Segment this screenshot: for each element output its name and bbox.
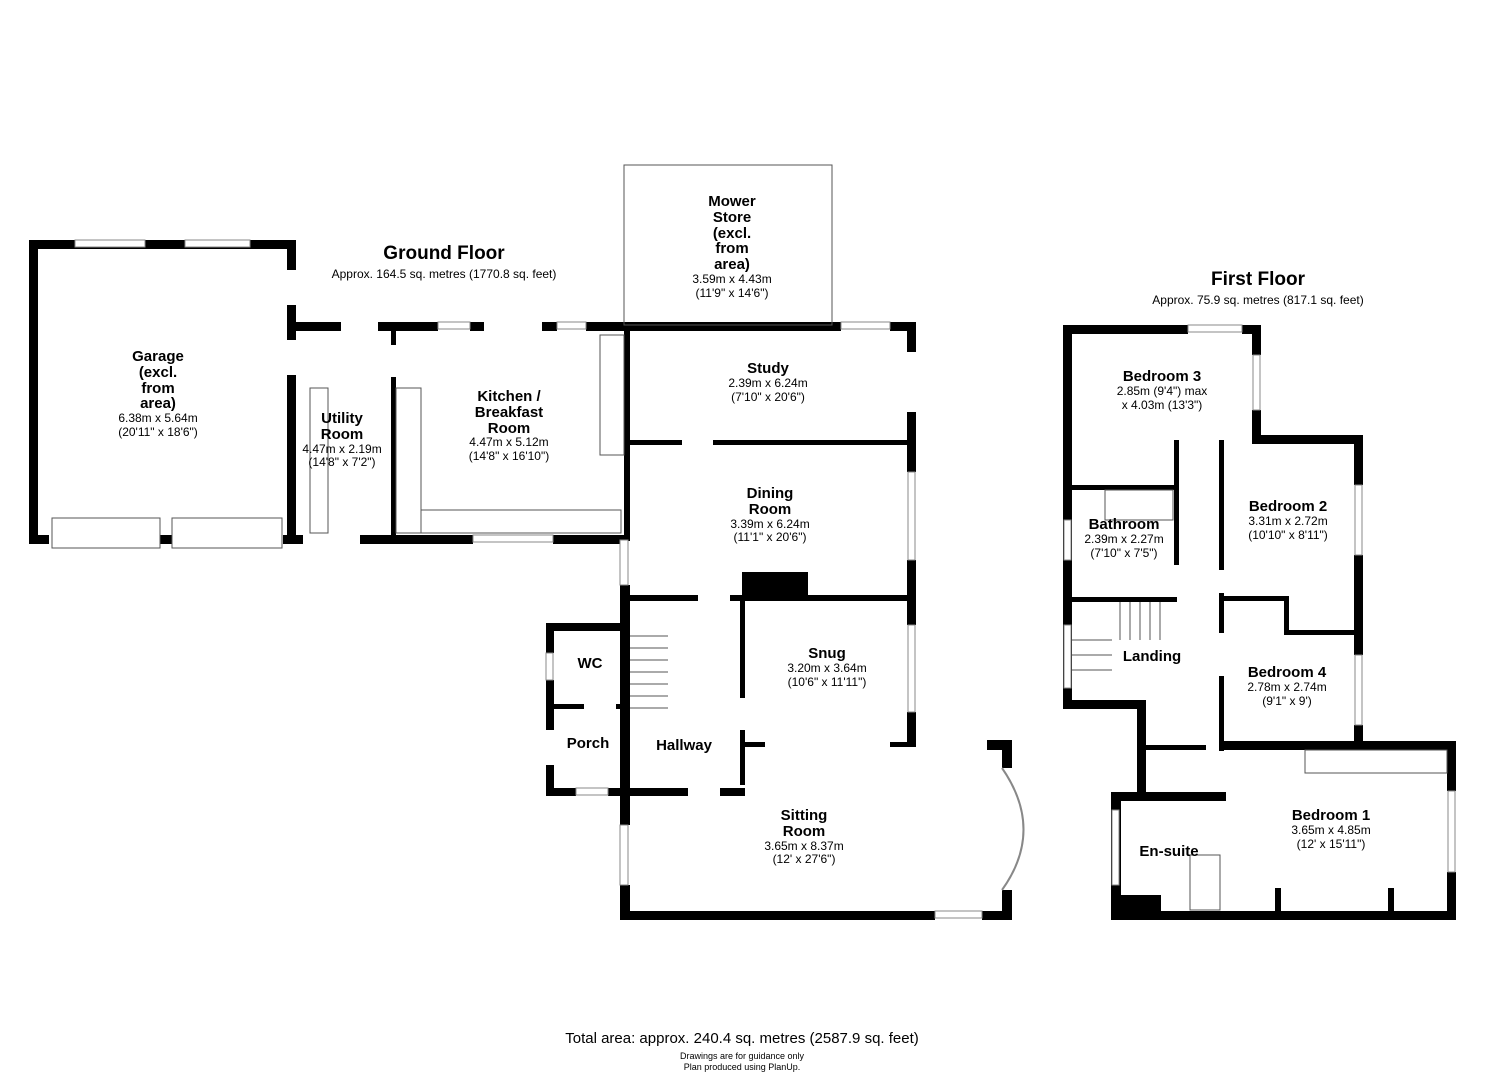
fixtures [51, 164, 1448, 911]
total-area: Total area: approx. 240.4 sq. metres (25… [565, 1030, 919, 1047]
room-study: Study 2.39m x 6.24m (7'10" x 20'6") [728, 360, 808, 404]
room-hallway: Hallway [656, 737, 712, 754]
room-bedroom-3: Bedroom 3 2.85m (9'4") max x 4.03m (13'3… [1116, 368, 1208, 412]
room-wc: WC [577, 655, 603, 672]
room-dining: Dining Room 3.39m x 6.24m (11'1" x 20'6"… [730, 485, 810, 545]
room-en-suite: En-suite [1139, 843, 1199, 860]
disclaimer: Drawings are for guidance only [679, 1051, 805, 1061]
room-snug: Snug 3.20m x 3.64m (10'6" x 11'11") [787, 645, 867, 689]
first-floor-walls [1063, 325, 1456, 920]
room-landing: Landing [1122, 648, 1182, 665]
room-sitting: Sitting Room 3.65m x 8.37m (12' x 27'6") [764, 807, 844, 867]
room-bedroom-1: Bedroom 1 3.65m x 4.85m (12' x 15'11") [1291, 807, 1371, 851]
room-utility: Utility Room 4.47m x 2.19m (14'8" x 7'2"… [302, 410, 382, 470]
room-bathroom: Bathroom 2.39m x 2.27m (7'10" x 7'5") [1084, 516, 1164, 560]
first-floor-area: Approx. 75.9 sq. metres (817.1 sq. feet) [1152, 293, 1364, 307]
first-floor-heading: First Floor Approx. 75.9 sq. metres (817… [1152, 269, 1363, 307]
ground-floor-heading: Ground Floor Approx. 164.5 sq. metres (1… [332, 243, 557, 281]
room-bedroom-2: Bedroom 2 3.31m x 2.72m (10'10" x 8'11") [1248, 498, 1328, 542]
windows [74, 239, 1456, 919]
ground-floor-walls [29, 240, 1012, 920]
ground-floor-area: Approx. 164.5 sq. metres (1770.8 sq. fee… [331, 267, 557, 281]
room-garage: Garage (excl. from area) 6.38m x 5.64m (… [118, 348, 198, 439]
plan-footer: Total area: approx. 240.4 sq. metres (25… [565, 1030, 919, 1073]
first-floor-title: First Floor [1211, 269, 1305, 290]
room-kitchen: Kitchen / Breakfast Room 4.47m x 5.12m (… [468, 388, 550, 464]
ground-floor-title: Ground Floor [383, 243, 505, 264]
room-mower-store: Mower Store (excl. from area) 3.59m x 4.… [692, 193, 772, 300]
plan-credit: Plan produced using PlanUp. [683, 1061, 801, 1072]
room-porch: Porch [566, 735, 610, 752]
room-bedroom-4: Bedroom 4 2.78m x 2.74m (9'1" x 9') [1247, 664, 1327, 708]
